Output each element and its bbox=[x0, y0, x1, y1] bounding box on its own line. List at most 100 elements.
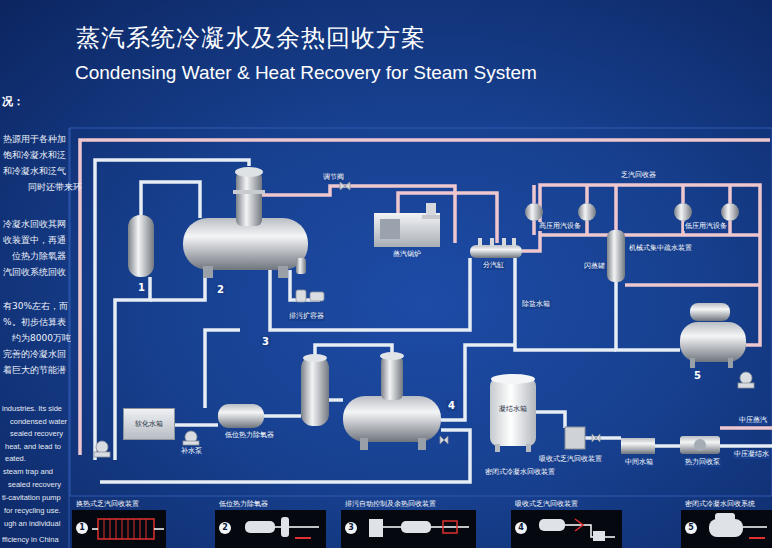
part-label: 吸收式乏汽回收装置 bbox=[538, 455, 603, 464]
valve-pump bbox=[592, 434, 600, 442]
vessel bbox=[526, 444, 531, 452]
vessel bbox=[301, 356, 329, 426]
intro-text: 饱和冷凝水和泛 bbox=[3, 150, 66, 160]
callout-number: 3 bbox=[260, 336, 271, 347]
vessel bbox=[565, 427, 585, 449]
valve-pump bbox=[183, 441, 199, 445]
steam-pipe bbox=[614, 185, 618, 230]
panel-schematic bbox=[709, 519, 743, 537]
part-label: 除盐水箱 bbox=[521, 300, 551, 309]
intro-text-en: condensed water bbox=[10, 418, 67, 427]
panel-ground: 5 bbox=[681, 510, 772, 548]
vessel bbox=[690, 303, 730, 321]
panel-schematic bbox=[715, 513, 735, 521]
vessel bbox=[502, 238, 506, 246]
steam-pipe bbox=[625, 283, 760, 287]
steam-pipe bbox=[534, 185, 730, 203]
water-pipe bbox=[585, 436, 621, 440]
vessel bbox=[236, 172, 262, 226]
valve-pump bbox=[96, 441, 108, 453]
panel-schematic bbox=[140, 519, 141, 539]
board-frame bbox=[70, 128, 772, 496]
scheme-panel: 4吸收式乏汽回收装置 bbox=[511, 499, 622, 548]
boiler-drawing bbox=[366, 203, 448, 249]
subtitle: Condensing Water & Heat Recovery for Ste… bbox=[75, 62, 537, 84]
part-label: 低位热力除氧器 bbox=[224, 431, 275, 440]
part-label: 补水泵 bbox=[180, 447, 203, 456]
equipment-label: 蒸汽锅炉 bbox=[393, 250, 421, 259]
intro-text: 同时还带来环 bbox=[28, 182, 82, 192]
panel-schematic bbox=[531, 511, 620, 547]
valve-pump bbox=[740, 372, 752, 384]
callout-number: 1 bbox=[136, 282, 147, 293]
vessel bbox=[694, 439, 706, 451]
panel-schematic bbox=[116, 519, 117, 539]
panel-schematic bbox=[92, 528, 164, 530]
vessel bbox=[728, 358, 733, 368]
vessel bbox=[478, 238, 482, 246]
valve-pump bbox=[94, 452, 110, 457]
panel-ground: 1 bbox=[72, 510, 166, 548]
panel-schematic bbox=[104, 519, 105, 539]
intro-text-en: heat, and lead to bbox=[5, 443, 61, 452]
vessel bbox=[491, 374, 535, 384]
vessel bbox=[674, 203, 692, 221]
intro-text-en: industries. Its side bbox=[2, 405, 62, 414]
part-label: 排污扩容器 bbox=[288, 312, 325, 321]
vessel bbox=[203, 266, 213, 278]
vessel bbox=[218, 404, 264, 428]
steam-pipe bbox=[80, 140, 772, 455]
vessel bbox=[680, 436, 720, 454]
panel-schematic bbox=[122, 519, 123, 539]
water-pipe bbox=[95, 160, 772, 482]
vessel bbox=[418, 438, 426, 450]
vessel bbox=[578, 203, 596, 221]
part-label: 凝结水箱 bbox=[499, 405, 527, 414]
vessel bbox=[721, 203, 739, 221]
panel-schematic bbox=[110, 519, 111, 539]
tank-box: 软化水箱 bbox=[123, 408, 175, 440]
panel-heading: 低位热力除氧器 bbox=[219, 500, 268, 509]
part-label: 调节阀 bbox=[322, 173, 345, 182]
intro-text-en: fficiency in China bbox=[2, 536, 59, 545]
part-label: 高压用汽设备 bbox=[538, 222, 582, 231]
water-pipe bbox=[720, 444, 772, 448]
water-pipe bbox=[175, 423, 218, 427]
intro-text: 有30%左右，而 bbox=[3, 301, 68, 311]
part-label: 低压用汽设备 bbox=[684, 222, 728, 231]
callout-number: 4 bbox=[515, 522, 527, 534]
callout-number: 5 bbox=[692, 370, 703, 381]
callout-number: 3 bbox=[345, 522, 357, 534]
part-label: 分汽缸 bbox=[482, 261, 505, 270]
steam-pipe bbox=[534, 221, 730, 235]
panel-heading: 密闭式冷凝水回收系统 bbox=[685, 500, 755, 509]
panel-schematic bbox=[128, 519, 129, 539]
intro-text: 着巨大的节能潜 bbox=[3, 365, 66, 375]
panel-ground: 3 bbox=[341, 510, 476, 548]
scheme-panel: 1换热式乏汽回收装置 bbox=[72, 499, 166, 548]
panel-schematic bbox=[92, 511, 164, 547]
valve-pump bbox=[296, 290, 306, 302]
panel-schematic bbox=[565, 525, 615, 537]
board-frame bbox=[69, 128, 772, 548]
panel-ground: 4 bbox=[511, 510, 622, 548]
intro-heading: 况： bbox=[2, 96, 24, 109]
vessel bbox=[343, 396, 441, 442]
intro-text: 收装置中，再通 bbox=[3, 235, 66, 245]
title-text: 蒸汽系统冷凝水及余热回收方案 bbox=[76, 25, 426, 53]
intro-text-en: eated. bbox=[5, 455, 26, 464]
intro-text-en: ugh an individual bbox=[4, 520, 60, 529]
intro-text-en: ti-cavitation pump bbox=[2, 494, 61, 503]
water-pipe bbox=[329, 398, 343, 402]
intro-text-en: sealed recovery bbox=[10, 430, 63, 439]
panel-schematic bbox=[275, 526, 319, 528]
panel-schematic bbox=[134, 519, 135, 539]
callout-number: 2 bbox=[219, 522, 231, 534]
intro-text-en: steam trap and bbox=[3, 468, 53, 477]
scheme-panel: 5 密闭式冷凝水回收系统 bbox=[681, 499, 772, 548]
water-pipe bbox=[536, 412, 565, 428]
vessel bbox=[128, 167, 746, 454]
callout-number: 5 bbox=[685, 522, 697, 534]
intro-text: %。初步估算表 bbox=[3, 317, 66, 327]
panel-schematic bbox=[701, 511, 770, 547]
